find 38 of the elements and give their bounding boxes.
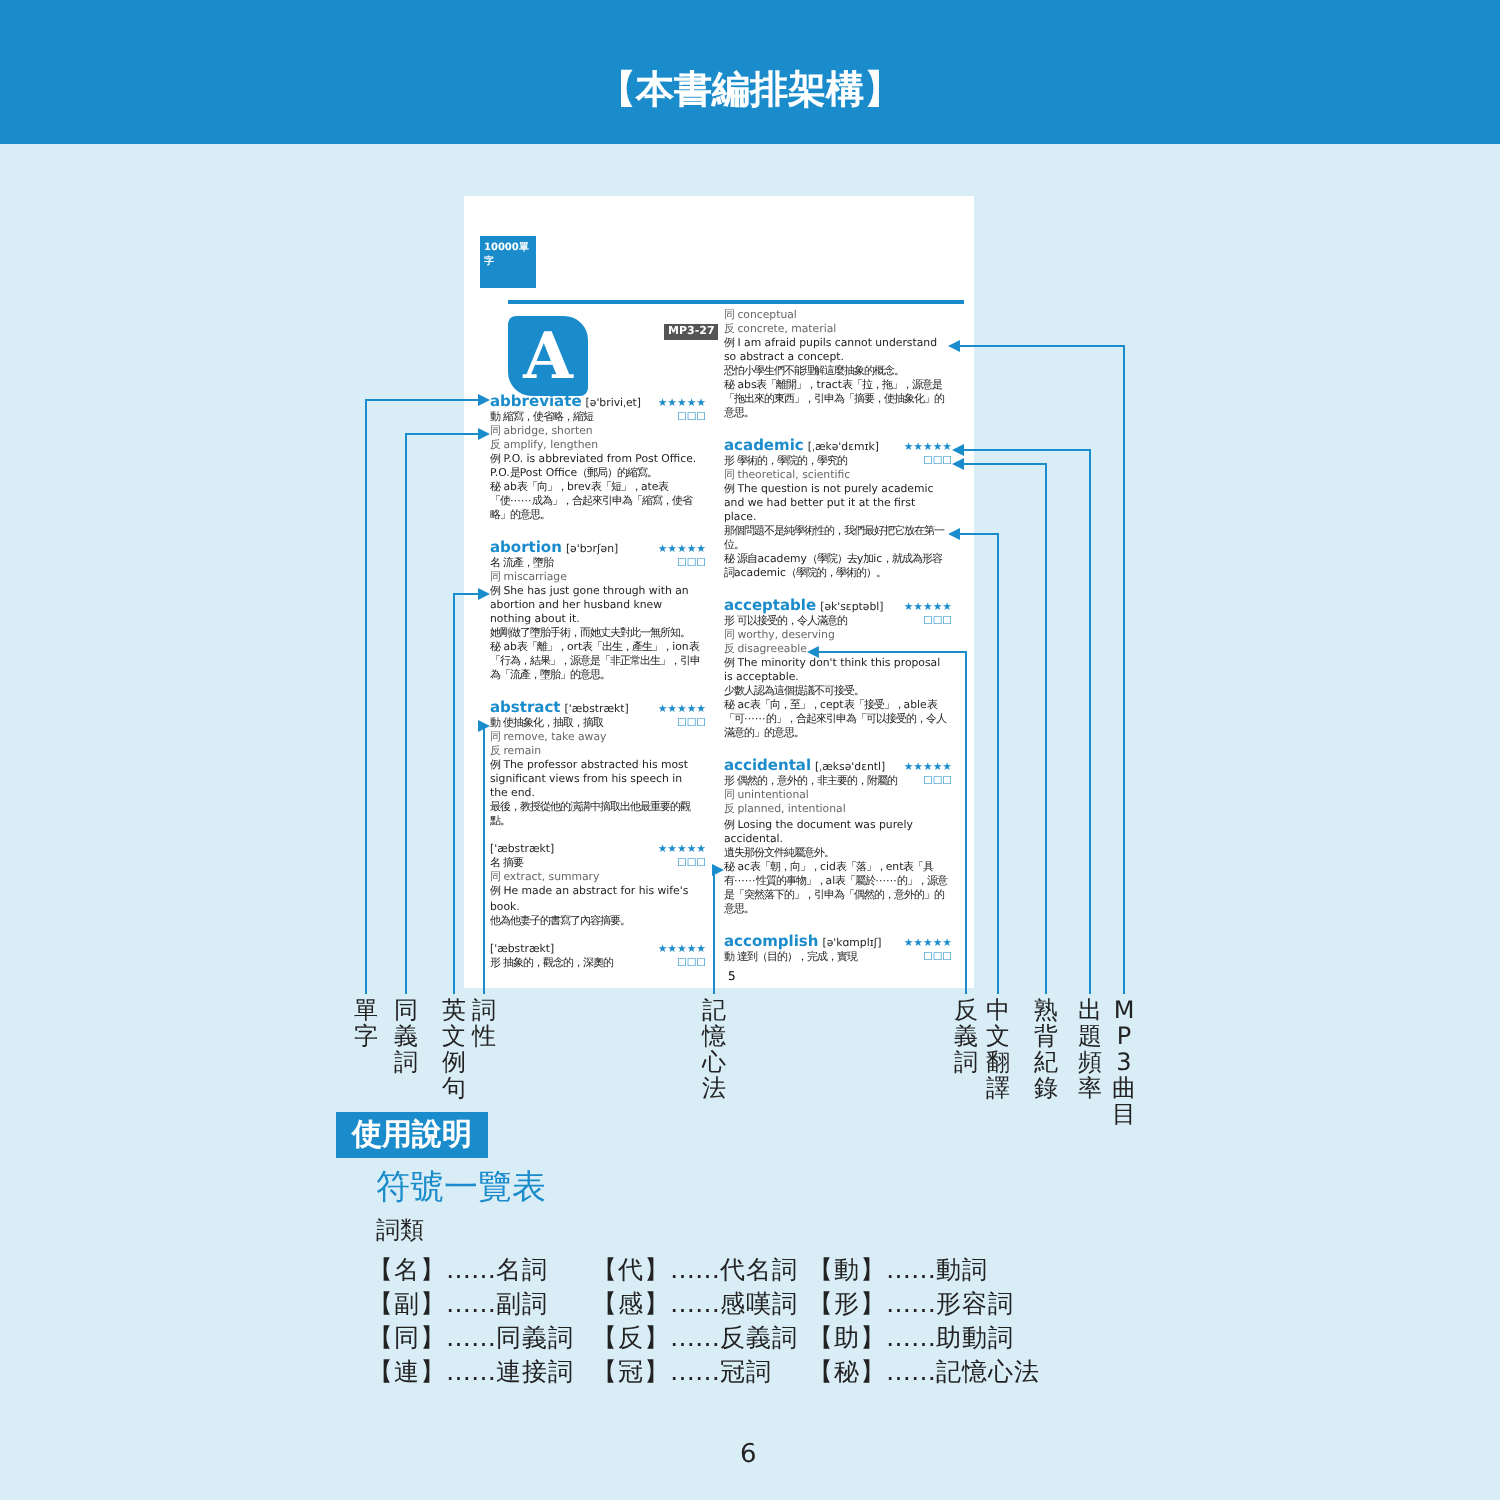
letter-badge: A [508, 316, 588, 396]
symbol-table-entry: 【感】……感嘆詞 [592, 1288, 798, 1322]
callout-label: 熟背紀錄 [1032, 998, 1060, 1102]
callout-label: 同義詞 [392, 998, 420, 1076]
symbol-table-entry: 【代】……代名詞 [592, 1254, 798, 1288]
callout-label: 記憶心法 [700, 998, 728, 1102]
page-number: 6 [740, 1440, 757, 1470]
page-title: 【本書編排架構】 [596, 66, 904, 116]
callout-label: 中文翻譯 [984, 998, 1012, 1102]
symbol-table-entry: 【副】……副詞 [368, 1288, 548, 1322]
leader-line [453, 588, 490, 995]
symbol-table-entry: 【同】……同義詞 [368, 1322, 574, 1356]
symbol-table-entry: 【秘】……記憶心法 [808, 1356, 1040, 1390]
leader-line [478, 720, 490, 995]
leader-line [948, 528, 999, 995]
leader-line [712, 864, 724, 995]
symbol-table-entry: 【形】……形容詞 [808, 1288, 1014, 1322]
section-tab: 使用說明 [336, 1112, 488, 1158]
leader-line [952, 458, 1047, 995]
symbol-table-entry: 【名】……名詞 [368, 1254, 548, 1288]
callout-label: 詞性 [470, 998, 498, 1050]
leader-line [952, 444, 1091, 995]
symbol-table-entry: 【動】……動詞 [808, 1254, 988, 1288]
leader-line [948, 340, 1125, 995]
callout-label: 反義詞 [952, 998, 980, 1076]
callout-label: MP3 曲目 [1110, 998, 1138, 1128]
callout-label: 英文例句 [440, 998, 468, 1102]
category-heading: 詞類 [376, 1214, 424, 1248]
symbol-table-entry: 【冠】……冠詞 [592, 1356, 772, 1390]
leader-line [405, 428, 490, 995]
callout-label: 單字 [352, 998, 380, 1050]
symbol-table-entry: 【助】……助動詞 [808, 1322, 1014, 1356]
section-heading: 符號一覽表 [376, 1166, 546, 1210]
symbol-table-entry: 【反】……反義詞 [592, 1322, 798, 1356]
callout-label: 出題頻率 [1076, 998, 1104, 1102]
symbol-table-entry: 【連】……連接詞 [368, 1356, 574, 1390]
leader-line [806, 646, 967, 995]
leader-line [365, 394, 490, 995]
